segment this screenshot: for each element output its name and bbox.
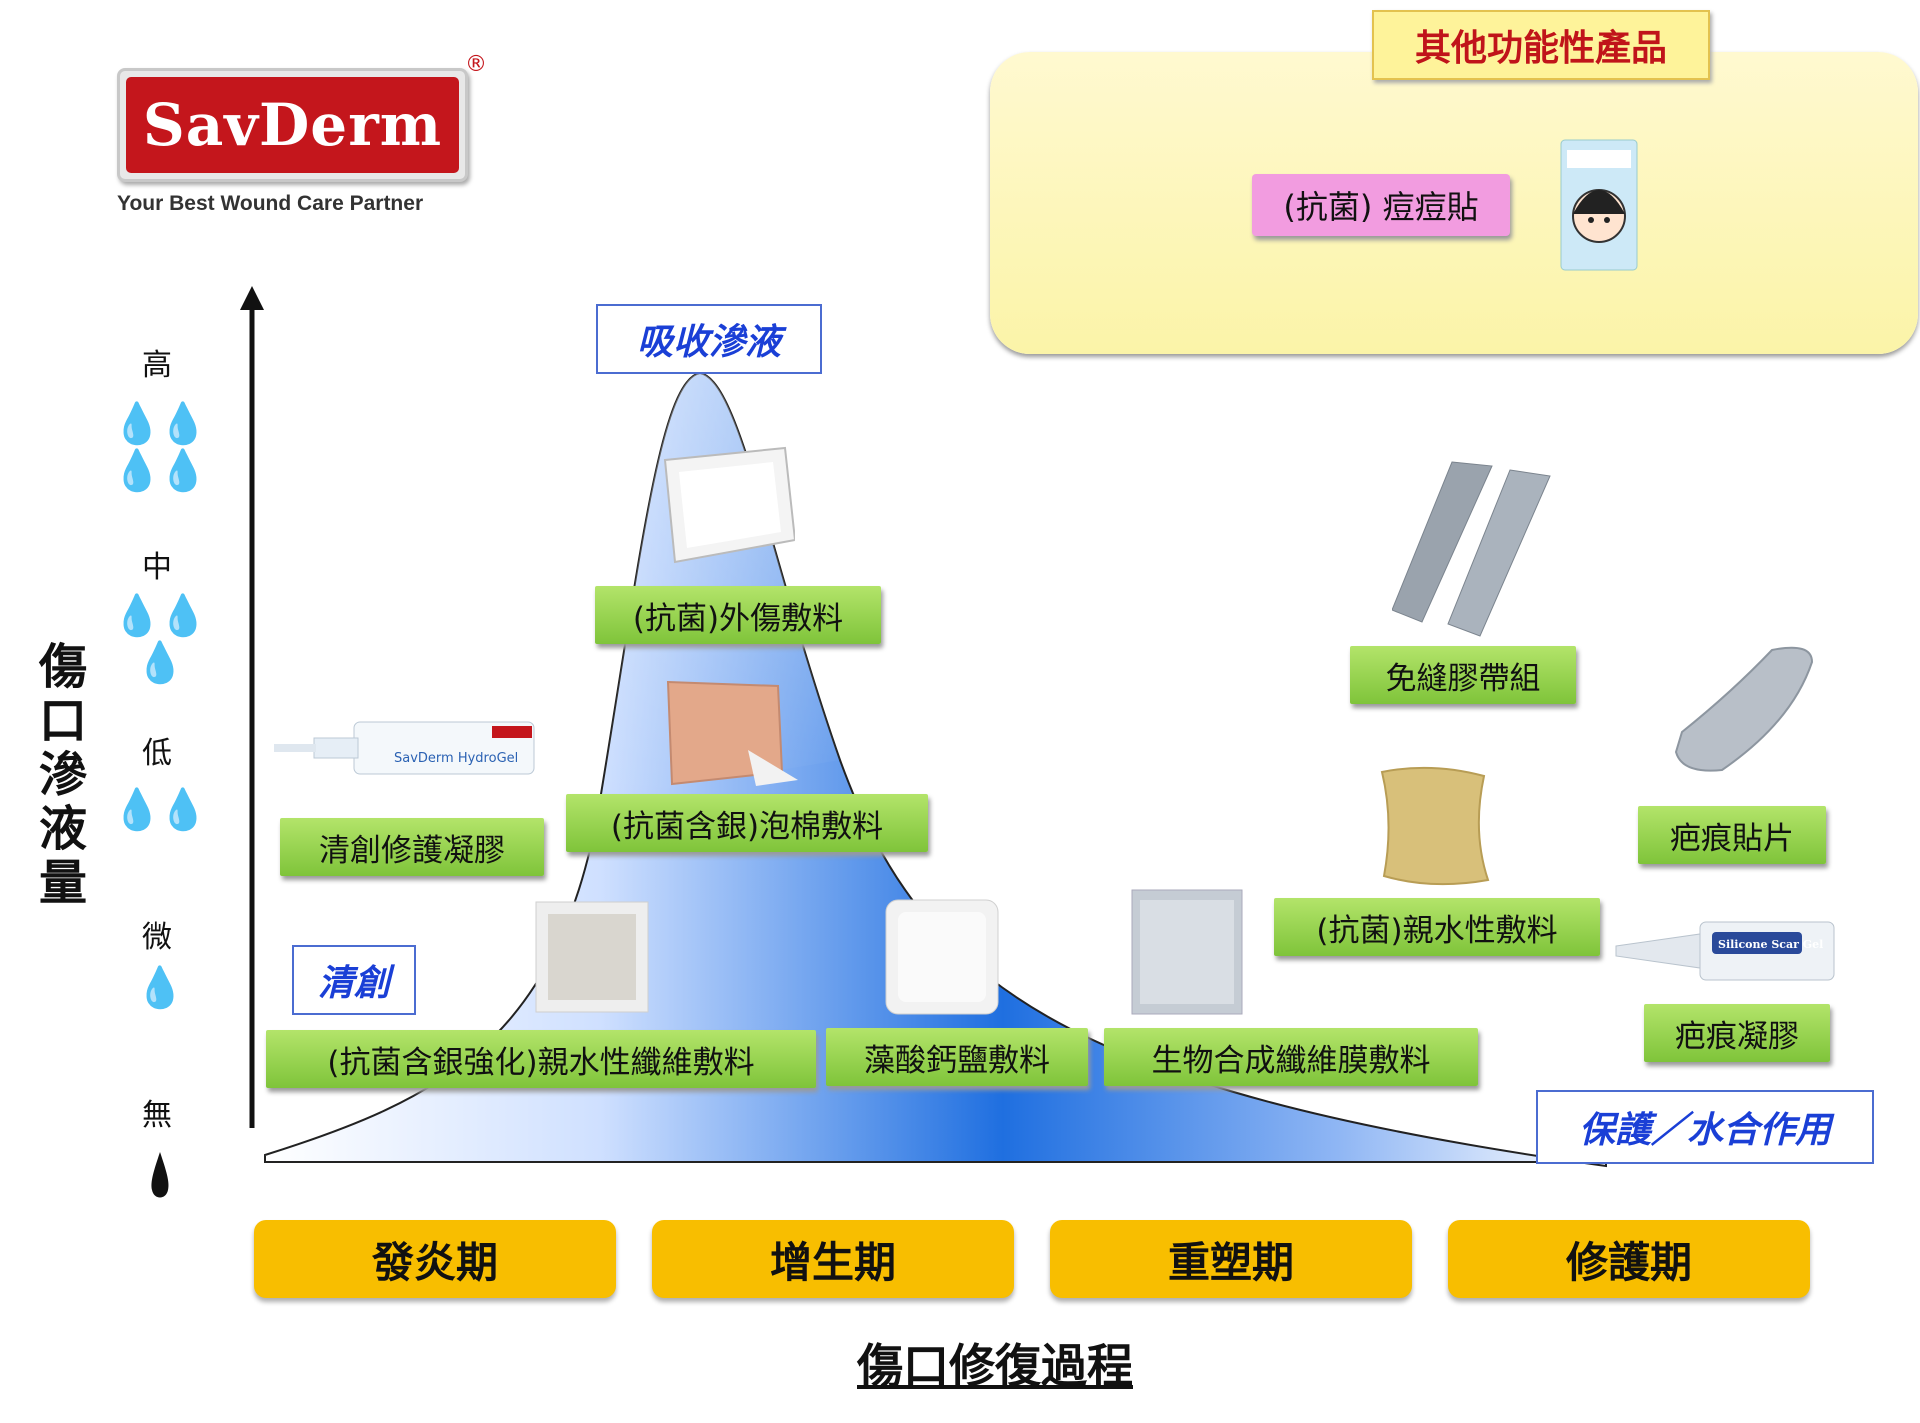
- suture-strips-label: 免縫膠帶組: [1350, 646, 1576, 704]
- acne-patch-package-image: [1560, 139, 1638, 271]
- phase-inflammation: 發炎期: [254, 1220, 616, 1298]
- level-slight-label: 微: [142, 920, 172, 955]
- logo-brand-text: SavDerm: [126, 77, 459, 173]
- hydrocolloid-dressing-image: [1380, 766, 1490, 886]
- hydrogel-tube-text: SavDerm HydroGel: [394, 751, 518, 766]
- fiber-dressing-image: [535, 901, 649, 1013]
- acne-patch-label: (抗菌) 痘痘貼: [1252, 174, 1510, 236]
- level-slight-drops-icon: 💧: [135, 965, 185, 1011]
- foam-dressing-label: (抗菌含銀)泡棉敷料: [566, 794, 928, 852]
- absorb-exudate-label: 吸收滲液: [596, 304, 822, 374]
- level-low-drops-icon: 💧💧: [112, 787, 208, 833]
- y-axis-title: 傷口滲液量: [38, 639, 87, 911]
- phase-proliferation: 增生期: [652, 1220, 1014, 1298]
- phase-remodeling: 重塑期: [1050, 1220, 1412, 1298]
- level-low-label: 低: [142, 736, 172, 771]
- registered-mark: ®: [465, 52, 487, 77]
- biosynthetic-membrane-label: 生物合成纖維膜敷料: [1104, 1028, 1478, 1086]
- x-axis-title: 傷口修復過程: [857, 1339, 1133, 1393]
- level-medium-label: 中: [142, 550, 172, 585]
- logo-tagline: Your Best Wound Care Partner: [117, 192, 424, 215]
- level-none-drop-icon: [151, 1152, 169, 1198]
- level-medium-drops-icon: 💧💧💧: [112, 593, 208, 686]
- trauma-dressing-image: [663, 446, 795, 564]
- scar-gel-tube-text: Silicone Scar Gel: [1718, 938, 1823, 951]
- fiber-dressing-label: (抗菌含銀強化)親水性纖維敷料: [266, 1030, 816, 1088]
- level-none-label: 無: [142, 1098, 172, 1133]
- level-high-drops-icon: 💧💧💧💧: [112, 401, 208, 494]
- suture-strips-image: [1392, 461, 1551, 637]
- hydrocolloid-dressing-label: (抗菌)親水性敷料: [1274, 898, 1600, 956]
- savderm-logo: SavDerm: [117, 68, 468, 182]
- trauma-dressing-label: (抗菌)外傷敷料: [595, 586, 881, 644]
- y-axis-arrowhead: [240, 286, 264, 310]
- scar-sheet-label: 疤痕貼片: [1638, 806, 1826, 864]
- debridement-label: 清創: [292, 945, 416, 1015]
- foam-dressing-image: [666, 680, 798, 786]
- scar-gel-tube-image: Silicone Scar Gel: [1615, 921, 1835, 981]
- alginate-dressing-image: [885, 899, 999, 1015]
- scar-gel-label: 疤痕凝膠: [1644, 1004, 1830, 1062]
- hydrogel-label: 清創修護凝膠: [280, 818, 544, 876]
- phase-repair: 修護期: [1448, 1220, 1810, 1298]
- hydrogel-tube-image: SavDerm HydroGel: [274, 721, 535, 775]
- level-high-label: 高: [142, 348, 172, 383]
- protect-hydrate-label: 保護／水合作用: [1536, 1090, 1874, 1164]
- other-products-title: 其他功能性產品: [1372, 10, 1710, 80]
- biosynthetic-membrane-image: [1131, 889, 1243, 1015]
- alginate-dressing-label: 藻酸鈣鹽敷料: [826, 1028, 1088, 1086]
- scar-sheet-image: [1674, 646, 1814, 772]
